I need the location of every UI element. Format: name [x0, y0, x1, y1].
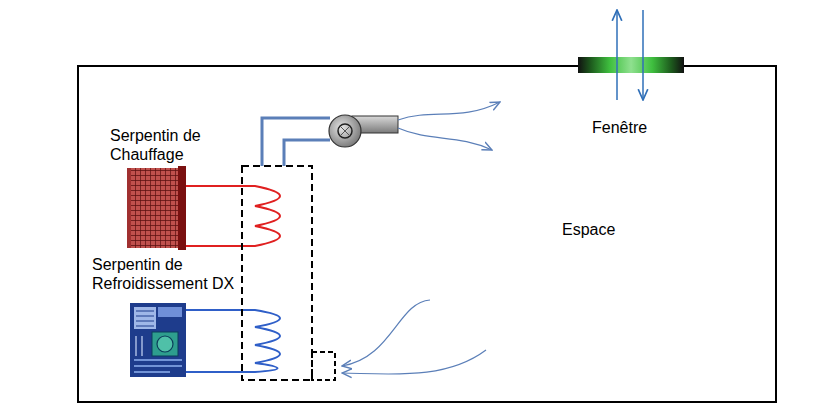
return-air-arrow	[342, 300, 430, 366]
return-grille	[312, 352, 335, 380]
part-label: Fenêtre	[592, 118, 682, 137]
fan-symbol	[329, 115, 398, 147]
heating-coil-icon	[127, 166, 186, 250]
supply-air-arrow	[398, 128, 492, 150]
heating-pipe	[186, 186, 280, 246]
room-outline	[77, 65, 777, 403]
window-symbol	[578, 57, 684, 73]
supply-duct	[262, 118, 330, 166]
supply-air-arrow	[398, 102, 500, 120]
cooling-pipe	[186, 310, 280, 372]
dx-unit-icon	[130, 303, 186, 377]
space-label: Espace	[562, 220, 615, 239]
air-handler-casing	[242, 166, 312, 380]
room-space: Espace	[77, 65, 777, 403]
part-label: Serpentin de Chauffage	[110, 126, 210, 164]
part-label: Serpentin de Refroidissement DX	[92, 255, 242, 293]
return-air-arrow	[342, 350, 486, 374]
air-exchange-arrow	[616, 10, 618, 100]
air-exchange-arrow	[642, 10, 644, 100]
